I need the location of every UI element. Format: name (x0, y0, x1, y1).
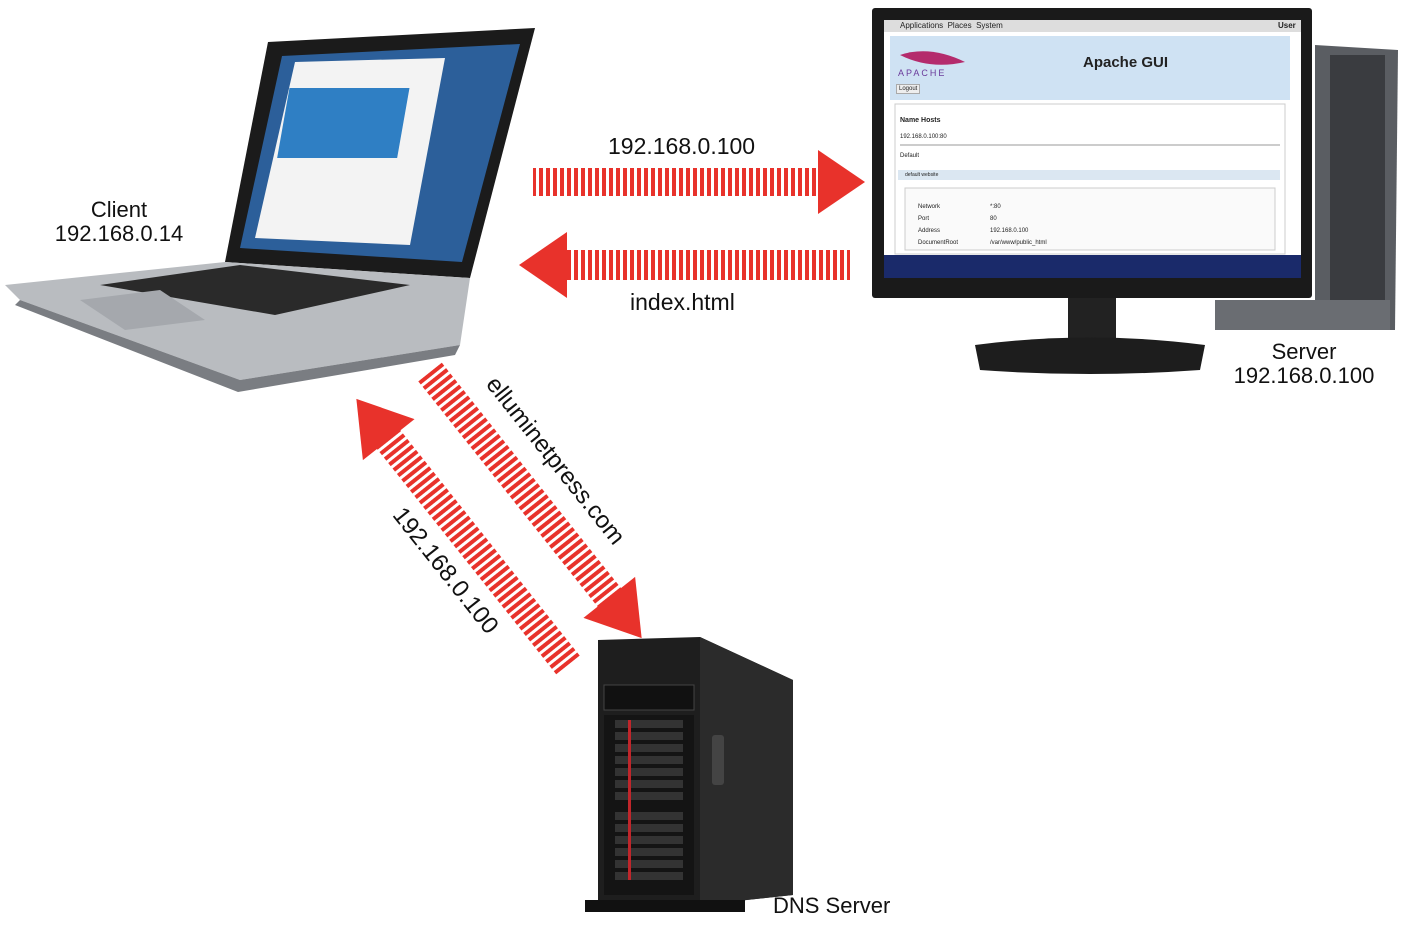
request-ip-label: 192.168.0.100 (608, 133, 756, 159)
screen-default: Default (900, 153, 920, 159)
response-label: index.html (630, 289, 735, 315)
screen-menu-system: System (976, 21, 1003, 30)
screen-menu-applications: Applications (900, 21, 944, 30)
arrow-response-to-client (519, 232, 850, 298)
arrow-dns-reply (356, 398, 580, 675)
arrow-dns-query (418, 362, 642, 639)
apache-logo-text: APACHE (898, 68, 947, 78)
laptop-client (5, 28, 535, 392)
screen-user: User (1278, 21, 1296, 30)
dns-server-label: DNS Server (773, 893, 891, 918)
screen-group: default website (905, 172, 939, 178)
arrow-request-to-server (533, 150, 865, 214)
server-machine (872, 8, 1398, 374)
screen-title: Apache GUI (1083, 54, 1169, 71)
dns-server-tower (585, 637, 793, 912)
screen-section: Name Hosts (900, 117, 941, 124)
screen-menu-places: Places (947, 21, 972, 30)
screen-host: 192.168.0.100:80 (900, 134, 947, 140)
screen-logout-button: Logout (896, 84, 921, 94)
